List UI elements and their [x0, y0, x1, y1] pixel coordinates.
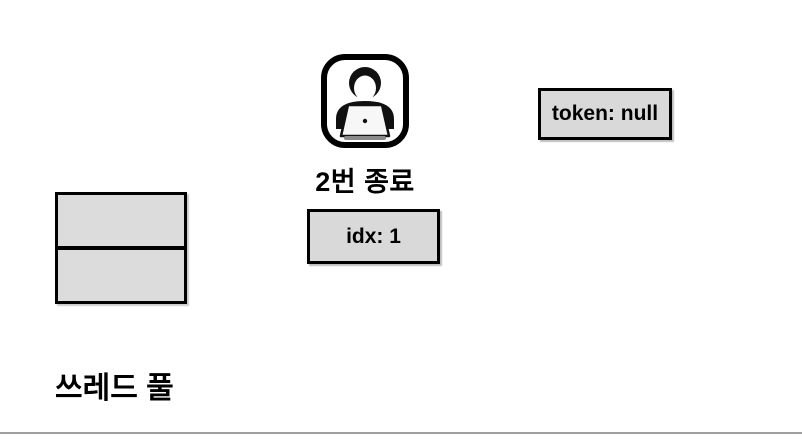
idx-box: idx: 1 [307, 209, 440, 264]
thread-pool-slot-2 [58, 246, 184, 301]
thread-pool-box [55, 192, 187, 304]
token-box: token: null [538, 88, 672, 140]
person-at-laptop-icon [320, 53, 410, 149]
user-status-label: 2번 종료 [315, 167, 415, 197]
bottom-divider [0, 432, 802, 434]
idx-box-label: idx: 1 [346, 224, 401, 248]
thread-pool-slot-1 [58, 195, 184, 246]
thread-pool-label: 쓰레드 풀 [55, 372, 174, 405]
token-box-label: token: null [551, 102, 659, 125]
